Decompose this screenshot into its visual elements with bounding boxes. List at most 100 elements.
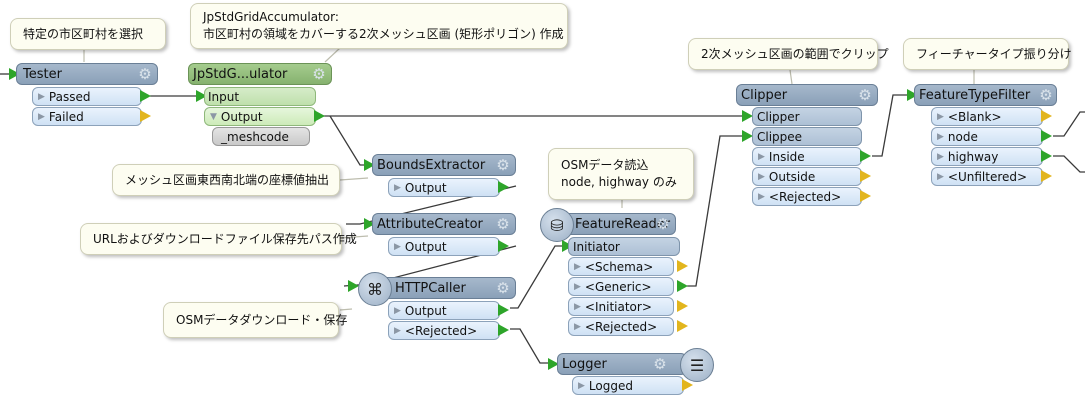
input-port-arrow-icon[interactable] xyxy=(364,218,375,230)
output-port-blank[interactable]: ▶<Blank> xyxy=(931,107,1043,126)
output-port-logged[interactable]: ▶Logged xyxy=(572,376,684,395)
input-port-arrow-icon[interactable] xyxy=(364,159,375,171)
input-port-clipper[interactable]: Clipper xyxy=(752,107,862,126)
gear-icon[interactable]: ⚙ xyxy=(312,65,326,83)
transformer-header[interactable]: Tester ⚙ xyxy=(16,63,158,85)
output-port-initiator[interactable]: ▶<Initiator> xyxy=(568,297,674,316)
input-port-input[interactable]: Input xyxy=(204,87,316,106)
gear-icon[interactable]: ⚙ xyxy=(496,156,510,174)
port-connected-arrow-icon[interactable] xyxy=(860,150,871,162)
expand-icon[interactable]: ▶ xyxy=(937,151,944,162)
gear-icon[interactable]: ⚙ xyxy=(656,215,670,233)
transformer-header[interactable]: Clipper ⚙ xyxy=(736,84,878,106)
input-port-arrow-icon[interactable] xyxy=(907,89,918,101)
expand-icon[interactable]: ▶ xyxy=(394,241,401,252)
port-unconnected-arrow-icon[interactable] xyxy=(677,300,688,312)
annotation-text: フィーチャータイプ振り分け xyxy=(916,46,1072,61)
output-port-passed[interactable]: ▶Passed xyxy=(32,87,142,106)
port-connected-arrow-icon[interactable] xyxy=(498,240,509,252)
port-unconnected-arrow-icon[interactable] xyxy=(677,260,688,272)
output-port-schema[interactable]: ▶<Schema> xyxy=(568,257,674,276)
input-port-clippee[interactable]: Clippee xyxy=(752,127,862,146)
output-port-output[interactable]: ▼Output xyxy=(204,107,316,126)
transformer-header[interactable]: Logger ⚙ xyxy=(557,353,687,375)
output-port-rejected[interactable]: ▶<Rejected> xyxy=(752,187,862,206)
annotation-bounds[interactable]: メッシュ区画東西南北端の座標値抽出 xyxy=(112,164,340,196)
input-port-arrow-icon[interactable] xyxy=(562,240,573,252)
transformer-header[interactable]: HTTPCaller ⚙ xyxy=(372,277,516,299)
gear-icon[interactable]: ⚙ xyxy=(138,65,152,83)
input-port-arrow-icon[interactable] xyxy=(742,130,753,142)
input-port-arrow-icon[interactable] xyxy=(348,280,359,292)
expand-icon[interactable]: ▶ xyxy=(38,91,45,102)
transformer-header[interactable]: JpStdG...ulator ⚙ xyxy=(188,63,332,85)
port-unconnected-arrow-icon[interactable] xyxy=(682,379,693,391)
output-port-output[interactable]: ▶Output xyxy=(388,237,500,256)
port-connected-arrow-icon[interactable] xyxy=(498,181,509,193)
expand-icon[interactable]: ▶ xyxy=(394,325,401,336)
expand-icon[interactable]: ▶ xyxy=(578,380,585,391)
annotation-tester[interactable]: 特定の市区町村を選択 xyxy=(10,18,166,50)
output-port-unfiltered[interactable]: ▶<Unfiltered> xyxy=(931,167,1043,186)
output-port-generic[interactable]: ▶<Generic> xyxy=(568,277,674,296)
input-port-arrow-icon[interactable] xyxy=(196,90,207,102)
transformer-header[interactable]: FeatureReader ⚙ xyxy=(556,213,676,235)
transformer-header[interactable]: FeatureTypeFilter ⚙ xyxy=(914,84,1057,106)
port-connected-arrow-icon[interactable] xyxy=(1041,150,1052,162)
port-connected-arrow-icon[interactable] xyxy=(498,304,509,316)
gear-icon[interactable]: ⚙ xyxy=(1039,86,1053,104)
transformer-header[interactable]: BoundsExtractor ⚙ xyxy=(372,154,516,176)
input-port-arrow-icon[interactable] xyxy=(548,358,559,370)
port-connected-arrow-icon[interactable] xyxy=(314,110,325,122)
output-port-failed[interactable]: ▶Failed xyxy=(32,107,142,126)
output-port-output[interactable]: ▶Output xyxy=(388,301,500,320)
port-connected-arrow-icon[interactable] xyxy=(498,324,509,336)
port-unconnected-arrow-icon[interactable] xyxy=(1041,170,1052,182)
output-port-rejected[interactable]: ▶<Rejected> xyxy=(568,317,674,336)
gear-icon[interactable]: ⚙ xyxy=(496,215,510,233)
expand-icon[interactable]: ▶ xyxy=(574,321,581,332)
expand-icon[interactable]: ▶ xyxy=(574,281,581,292)
expand-icon[interactable]: ▶ xyxy=(394,305,401,316)
port-connected-arrow-icon[interactable] xyxy=(140,90,151,102)
attribute-meshcode[interactable]: _meshcode xyxy=(212,127,310,146)
annotation-clipper[interactable]: 2次メッシュ区画の範囲でクリップ xyxy=(688,38,889,70)
expand-icon[interactable]: ▶ xyxy=(574,261,581,272)
gear-icon[interactable]: ⚙ xyxy=(496,279,510,297)
port-connected-arrow-icon[interactable] xyxy=(677,280,688,292)
input-port-arrow-icon[interactable] xyxy=(9,68,20,80)
expand-icon[interactable]: ▶ xyxy=(937,111,944,122)
output-port-node[interactable]: ▶node xyxy=(931,127,1043,146)
expand-icon[interactable]: ▶ xyxy=(394,182,401,193)
input-port-initiator[interactable]: Initiator xyxy=(568,237,680,256)
output-port-rejected[interactable]: ▶<Rejected> xyxy=(388,321,500,340)
port-unconnected-arrow-icon[interactable] xyxy=(860,170,871,182)
gear-icon[interactable]: ⚙ xyxy=(858,86,872,104)
expand-icon[interactable]: ▶ xyxy=(758,171,765,182)
output-port-outside[interactable]: ▶Outside xyxy=(752,167,862,186)
port-connected-arrow-icon[interactable] xyxy=(1041,130,1052,142)
collapse-icon[interactable]: ▼ xyxy=(210,111,217,122)
expand-icon[interactable]: ▶ xyxy=(574,301,581,312)
transformer-header[interactable]: AttributeCreator ⚙ xyxy=(372,213,516,235)
input-port-arrow-icon[interactable] xyxy=(742,110,753,122)
expand-icon[interactable]: ▶ xyxy=(937,131,944,142)
output-port-output[interactable]: ▶Output xyxy=(388,178,500,197)
port-unconnected-arrow-icon[interactable] xyxy=(860,190,871,202)
port-unconnected-arrow-icon[interactable] xyxy=(1041,110,1052,122)
output-port-highway[interactable]: ▶highway xyxy=(931,147,1043,166)
annotation-reader[interactable]: OSMデータ読込 node, highway のみ xyxy=(548,148,694,200)
expand-icon[interactable]: ▶ xyxy=(937,171,944,182)
expand-icon[interactable]: ▶ xyxy=(758,151,765,162)
annotation-ftf[interactable]: フィーチャータイプ振り分け xyxy=(903,38,1072,70)
expand-icon[interactable]: ▶ xyxy=(38,111,45,122)
annotation-attrcreator[interactable]: URLおよびダウンロードファイル保存先パス作成 xyxy=(80,223,357,255)
output-port-inside[interactable]: ▶Inside xyxy=(752,147,862,166)
port-unconnected-arrow-icon[interactable] xyxy=(140,110,151,122)
annotation-http[interactable]: OSMデータダウンロード・保存 xyxy=(163,302,347,338)
port-unconnected-arrow-icon[interactable] xyxy=(677,320,688,332)
annotation-accumulator[interactable]: JpStdGridAccumulator: 市区町村の領域をカバーする2次メッシ… xyxy=(190,3,568,49)
gear-icon[interactable]: ⚙ xyxy=(653,355,667,373)
expand-icon[interactable]: ▶ xyxy=(758,191,765,202)
